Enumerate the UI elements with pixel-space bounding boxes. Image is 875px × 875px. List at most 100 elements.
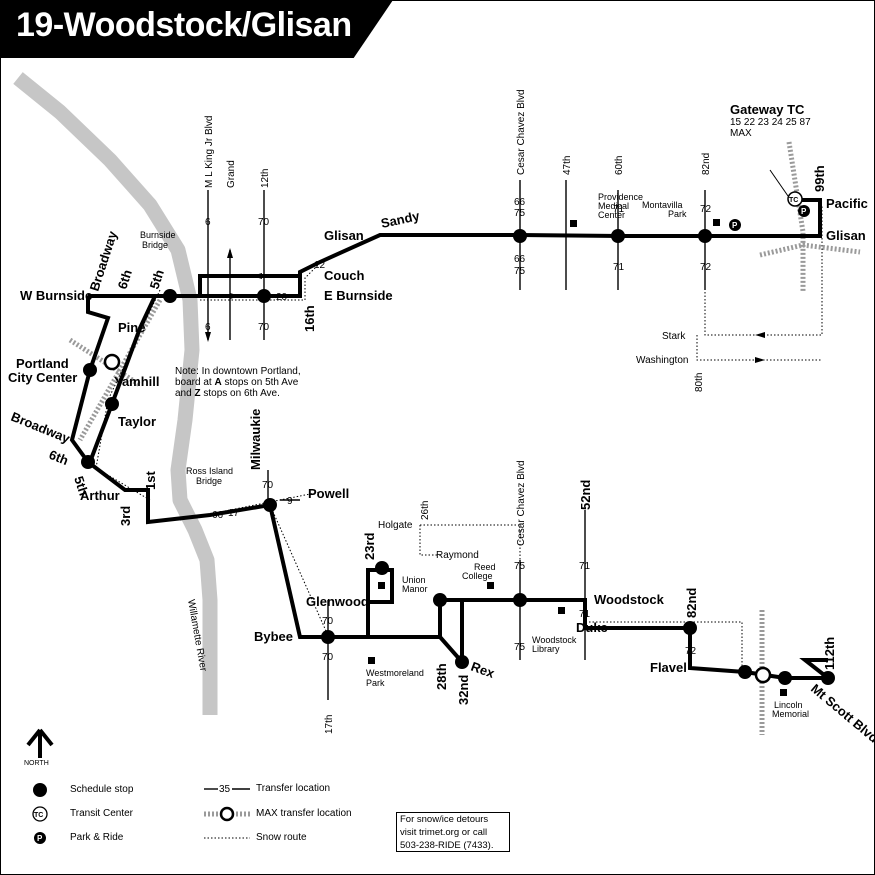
xfer-12th-bottom: 70 [258, 322, 270, 333]
xfer-82nd-bottom: 72 [700, 262, 712, 273]
label-bybee: Bybee [254, 629, 293, 644]
label-112th: 112th [822, 637, 837, 670]
label-raymond: Raymond [436, 550, 479, 561]
stop-yamhill [83, 363, 97, 377]
route-line-28th [438, 598, 464, 668]
stop-60th-glisan [611, 229, 625, 243]
legend-transfer-num: 35 [219, 784, 231, 795]
label-5th-bottom: 5th [71, 474, 91, 497]
label-cesar-chavez-bottom: Cesar Chavez Blvd [516, 460, 527, 546]
label-union-manor-2: Manor [402, 584, 428, 594]
label-pcc-2: City Center [8, 370, 77, 385]
route-line-couch [198, 274, 300, 296]
park-ride-montavilla-icon [729, 219, 741, 231]
xfer-60th-bottom: 71 [613, 262, 625, 273]
label-82nd-bottom: 82nd [684, 588, 699, 618]
xfer-milwaukie: 70 [262, 480, 274, 491]
label-lincoln-1: Lincoln [774, 700, 803, 710]
label-glisan: Glisan [324, 228, 364, 243]
label-80th: 80th [694, 373, 705, 392]
stop-82nd-glisan [698, 229, 712, 243]
montavilla-square [713, 219, 720, 226]
label-yamhill: Yamhill [114, 374, 160, 389]
note-a: A [214, 377, 221, 388]
route-line-5th [88, 295, 157, 463]
snow-note-box: For snow/ice detours visit trimet.org or… [396, 812, 510, 852]
legend-transit-center: Transit Center [70, 808, 133, 819]
xfer-12: 12 [314, 260, 326, 271]
label-gateway-routes: 15 22 23 24 25 87 [730, 117, 811, 128]
stop-112th [821, 671, 835, 685]
stop-5th-burnside [163, 289, 177, 303]
stop-12th-burnside [257, 289, 271, 303]
label-gateway-max: MAX [730, 128, 752, 139]
legend-transfer-location: Transfer location [256, 783, 331, 794]
label-sandy: Sandy [380, 208, 422, 231]
note-6th: stops on 6th Ave. [203, 388, 280, 399]
xfer-cc-66-top: 66 [514, 197, 526, 208]
xfer-ross-17: 17 [228, 508, 240, 519]
xfer-glenwood-bottom: 70 [322, 652, 334, 663]
stop-5th-arthur [81, 455, 95, 469]
woodstock-library-square [558, 607, 565, 614]
label-reed-2: College [462, 571, 493, 581]
label-99th: 99th [812, 165, 827, 192]
snow-note-2: visit trimet.org or call [400, 827, 488, 838]
label-glisan-east: Glisan [826, 228, 866, 243]
max-line-gateway-v [786, 141, 806, 292]
legend-park-ride: Park & Ride [70, 832, 124, 843]
xfer-52nd-bottom: 71 [579, 609, 591, 620]
snow-route-stark [696, 335, 822, 361]
label-16th: 16th [302, 305, 317, 332]
label-library-1: Woodstock [532, 635, 577, 645]
transit-center-tc: TC [789, 197, 798, 204]
legend-tc-symbol: TC [34, 812, 43, 819]
xfer-mlk-bottom: 6 [205, 322, 211, 333]
legend-stop-icon [33, 783, 47, 797]
legend-schedule-stop: Schedule stop [70, 784, 134, 795]
snow-route-burnside [200, 262, 321, 301]
xfer-82nd-south: 72 [685, 646, 697, 657]
label-washington: Washington [636, 355, 688, 366]
label-pcc-1: Portland [16, 356, 69, 371]
snow-route-raymond [419, 525, 440, 556]
label-broadway-bottom: Broadway [9, 409, 73, 446]
stop-milwaukie-powell [263, 498, 277, 512]
xfer-glenwood-top: 70 [322, 616, 334, 627]
label-grand: Grand [226, 160, 237, 188]
stop-flavel-east [738, 665, 752, 679]
snow-note-1: For snow/ice detours [400, 814, 489, 825]
legend-north: NORTH [24, 760, 49, 767]
page-title: 19-Woodstock/Glisan [16, 6, 352, 44]
label-union-manor-1: Union [402, 575, 426, 585]
label-burnside-bridge-1: Burnside [140, 230, 176, 240]
north-arrow-icon [26, 728, 54, 758]
label-17th: 17th [324, 715, 335, 734]
transfer-ticks [207, 180, 706, 700]
willamette-river [13, 72, 218, 715]
label-milwaukie: Milwaukie [248, 409, 263, 470]
xfer-cc-south-bottom: 75 [514, 642, 526, 653]
max-line-downtown [77, 298, 163, 442]
label-taylor: Taylor [118, 414, 156, 429]
couch-arrow-icon [252, 273, 262, 279]
xfer-52nd-top: 71 [579, 561, 591, 572]
grand-arrow-icon [227, 248, 233, 258]
label-woodstock: Woodstock [594, 592, 665, 607]
stop-17th-bybee [321, 630, 335, 644]
label-pine: Pine [118, 320, 145, 335]
label-stark: Stark [662, 331, 686, 342]
label-12th: 12th [260, 169, 271, 188]
label-6th-bottom: 6th [47, 447, 71, 468]
xfer-ross-66: 66 [212, 510, 224, 521]
note-5th: stops on 5th Ave [225, 377, 299, 388]
label-23rd: 23rd [362, 532, 377, 560]
reed-square [487, 582, 494, 589]
label-mt-scott: Mt Scott Blvd [808, 681, 875, 746]
label-westmoreland-1: Westmoreland [366, 668, 424, 678]
xfer-cc-66-bottom: 66 [514, 254, 526, 265]
legend-snow-route: Snow route [256, 832, 307, 843]
label-60th: 60th [614, 156, 625, 175]
washington-arrow-icon [755, 357, 765, 363]
